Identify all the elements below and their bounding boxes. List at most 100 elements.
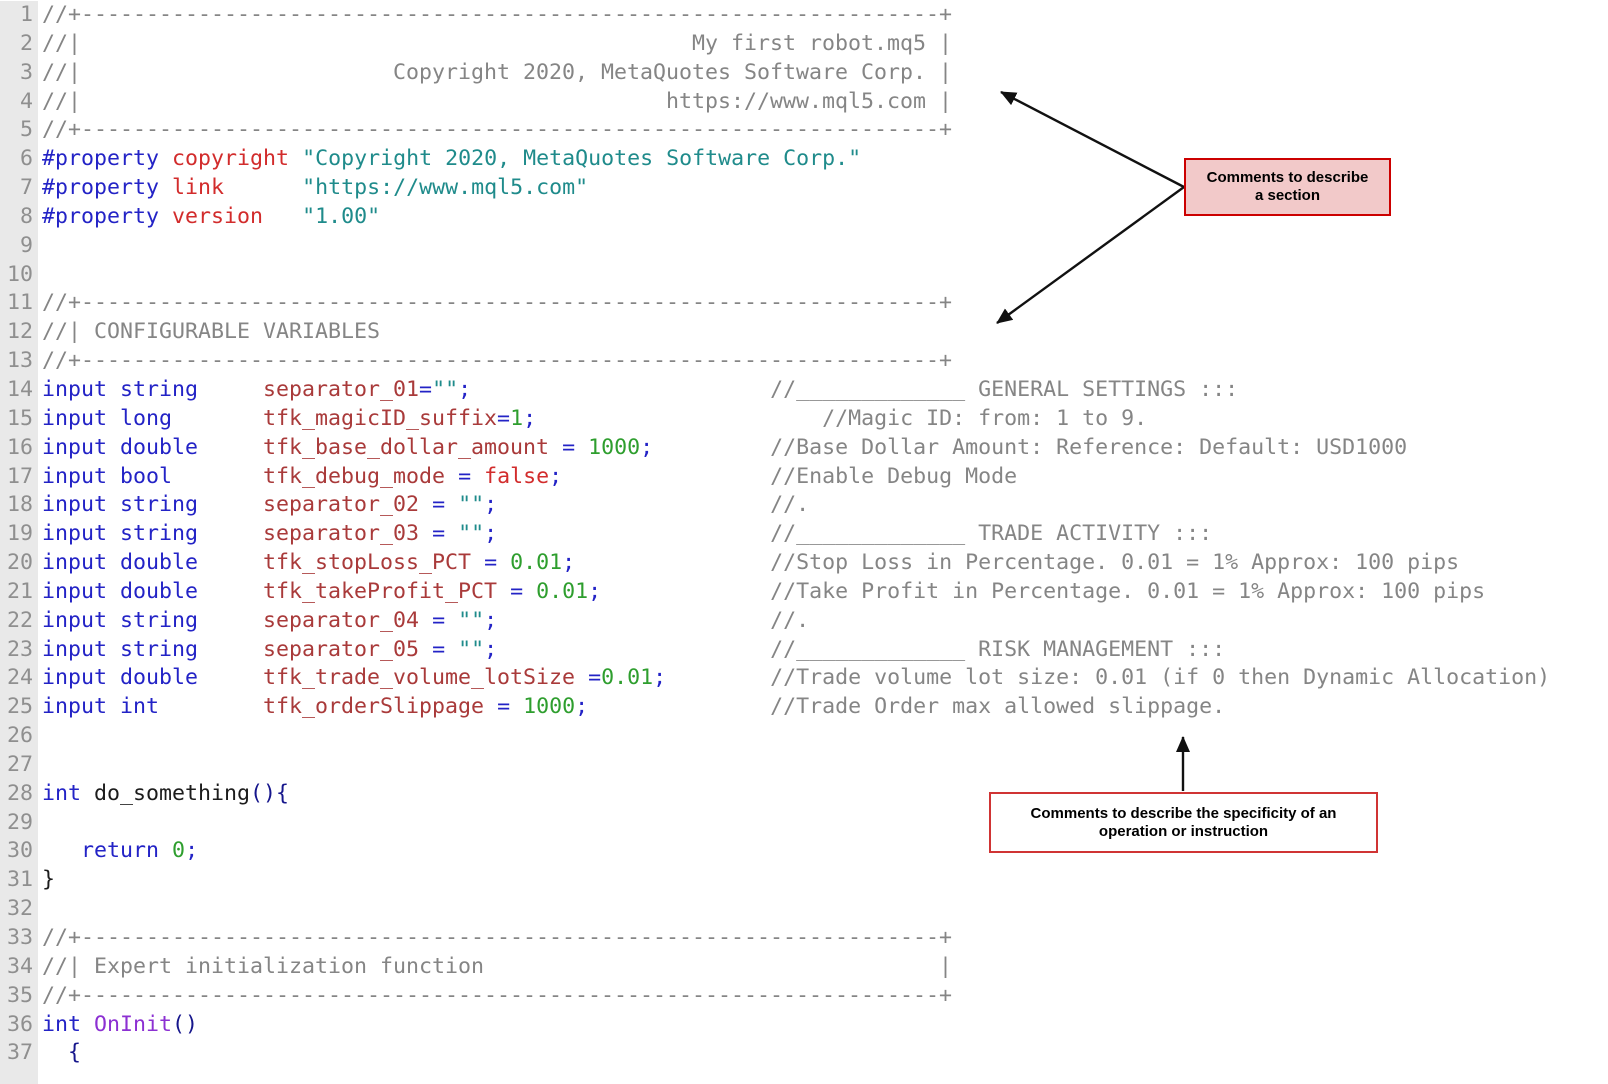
- code-token: =: [484, 550, 498, 576]
- callout-comments-operation: Comments to describe the specificity of …: [989, 792, 1378, 853]
- line-number: 31: [6, 867, 33, 893]
- code-token: [523, 579, 536, 604]
- line-number: 35: [6, 982, 33, 1008]
- code-line: //| CONFIGURABLE VARIABLES: [42, 318, 1550, 347]
- code-line: input int tfk_orderSlippage = 1000; //Tr…: [42, 693, 1550, 722]
- code-token: ;: [185, 838, 199, 864]
- code-token: 0.01: [601, 665, 654, 691]
- code-token: [549, 435, 562, 460]
- code-token: [172, 406, 263, 431]
- callout-comments-section: Comments to describe a section: [1184, 158, 1391, 216]
- code-token: //Take Profit in Percentage. 0.01 = 1% A…: [770, 578, 1486, 604]
- line-number: 17: [6, 463, 33, 489]
- line-number: 30: [6, 838, 33, 864]
- code-token: ;: [653, 665, 667, 691]
- code-token: [471, 464, 484, 489]
- line-number: 26: [6, 723, 33, 749]
- code-token: //| My first robot.mq5 |: [42, 30, 953, 56]
- code-token: [289, 146, 302, 171]
- code-area[interactable]: //+-------------------------------------…: [42, 1, 1550, 1068]
- code-token: [159, 146, 172, 171]
- code-token: [263, 204, 302, 229]
- line-number: 15: [6, 405, 33, 431]
- code-token: [588, 694, 770, 719]
- code-line: [42, 232, 1550, 261]
- code-line: [42, 895, 1550, 924]
- code-token: =: [432, 492, 446, 518]
- code-token: input double: [42, 434, 199, 460]
- code-token: {: [68, 1040, 82, 1066]
- callout-section-line1: Comments to describe: [1206, 169, 1369, 186]
- code-token: input int: [42, 694, 160, 720]
- line-number: 12: [6, 319, 33, 345]
- code-token: [419, 608, 432, 633]
- code-token: tfk_debug_mode: [263, 463, 446, 489]
- code-token: input bool: [42, 463, 173, 489]
- code-token: //| Copyright 2020, MetaQuotes Software …: [42, 59, 953, 85]
- code-token: [601, 579, 770, 604]
- line-number: 11: [6, 290, 33, 316]
- line-number: 14: [6, 376, 33, 402]
- code-token: [471, 377, 770, 402]
- code-token: //Trade volume lot size: 0.01 (if 0 then…: [770, 665, 1551, 691]
- line-number: 37: [6, 1040, 33, 1066]
- code-token: [81, 1012, 94, 1037]
- code-token: OnInit: [94, 1011, 173, 1037]
- code-token: 1: [510, 405, 524, 431]
- code-token: return: [81, 838, 160, 864]
- code-line: //+-------------------------------------…: [42, 1, 1550, 30]
- code-token: [666, 665, 770, 690]
- code-line: [42, 261, 1550, 290]
- code-token: //+-------------------------------------…: [42, 2, 953, 27]
- code-token: [42, 1040, 68, 1065]
- code-token: [575, 550, 770, 575]
- line-number: 36: [6, 1011, 33, 1037]
- code-line: input string separator_01=""; //________…: [42, 376, 1550, 405]
- code-token: ;: [640, 434, 654, 460]
- line-number: 9: [19, 232, 33, 258]
- code-token: =: [497, 405, 511, 431]
- code-line: //| Expert initialization function |: [42, 953, 1550, 982]
- code-line: input double tfk_takeProfit_PCT = 0.01; …: [42, 578, 1550, 607]
- code-token: [42, 838, 81, 863]
- line-number: 34: [6, 953, 33, 979]
- code-token: [497, 608, 770, 633]
- code-token: //Enable Debug Mode: [770, 463, 1018, 489]
- code-token: false: [484, 463, 550, 489]
- code-token: link: [172, 175, 225, 201]
- code-token: [159, 838, 172, 863]
- line-number: 18: [6, 492, 33, 518]
- code-line: int do_something(){: [42, 780, 1550, 809]
- line-number: 19: [6, 521, 33, 547]
- code-line: //| Copyright 2020, MetaQuotes Software …: [42, 59, 1550, 88]
- line-number: 13: [6, 348, 33, 374]
- line-number: 16: [6, 434, 33, 460]
- code-token: tfk_takeProfit_PCT: [263, 578, 498, 604]
- code-token: input string: [42, 376, 199, 402]
- code-token: //Stop Loss in Percentage. 0.01 = 1% App…: [770, 550, 1460, 576]
- code-token: //_____________ GENERAL SETTINGS :::: [770, 376, 1239, 402]
- code-token: [497, 492, 770, 517]
- code-token: =: [562, 434, 576, 460]
- line-number: 33: [6, 925, 33, 950]
- callout-section-line2: a section: [1254, 187, 1321, 204]
- code-token: ;: [484, 521, 498, 547]
- code-token: "": [458, 636, 485, 662]
- code-token: [419, 637, 432, 662]
- code-line: [42, 751, 1550, 780]
- line-number: 27: [6, 751, 33, 777]
- line-number: 21: [6, 578, 33, 604]
- code-line: input string separator_03 = ""; //______…: [42, 520, 1550, 549]
- code-token: [198, 665, 263, 690]
- code-token: //+-------------------------------------…: [42, 348, 953, 374]
- line-number: 29: [6, 809, 33, 835]
- code-token: #property: [42, 146, 160, 172]
- code-token: 1000: [588, 434, 641, 460]
- line-number: 5: [19, 117, 33, 143]
- line-number: 22: [6, 607, 33, 633]
- code-token: [562, 464, 770, 489]
- code-token: =: [432, 521, 446, 547]
- code-token: [172, 464, 263, 489]
- code-line: input double tfk_stopLoss_PCT = 0.01; //…: [42, 549, 1550, 578]
